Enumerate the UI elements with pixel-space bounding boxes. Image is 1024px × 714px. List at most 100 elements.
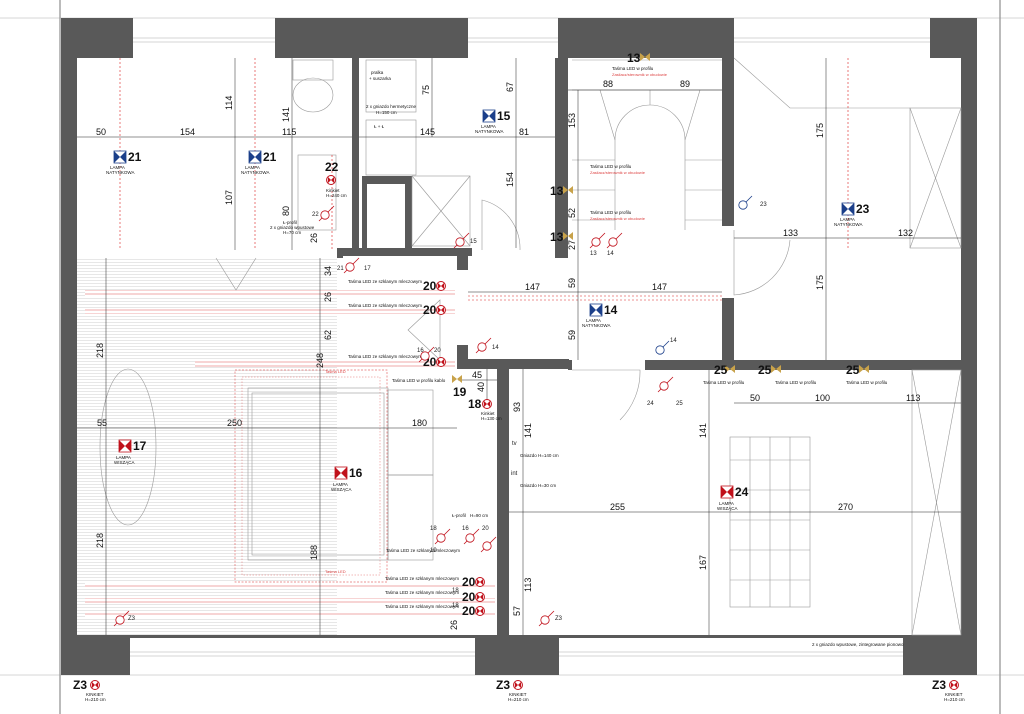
dim: 50 [96,127,106,137]
lamp-15: 15 LAMPA NATYNKOWA [475,109,511,134]
svg-text:LAMPA: LAMPA [586,318,601,323]
lamp-24: 24 LAMPA WISZĄCA [717,485,749,511]
svg-text:H=130 cm: H=130 cm [481,416,502,421]
dim: 50 [750,393,760,403]
svg-text:pralka: pralka [371,70,384,75]
dim: 59 [567,278,577,288]
svg-text:16: 16 [349,466,363,480]
dim: 93 [512,402,522,412]
svg-text:NATYNKOWA: NATYNKOWA [106,170,135,175]
svg-text:Kinkiet: Kinkiet [481,411,495,416]
svg-text:Zasilacz/sterownik w obudowie: Zasilacz/sterownik w obudowie [590,216,646,221]
led-marker-25-a: 25 Taśma LED w profilu [703,363,745,385]
svg-text:H=70 cm: H=70 cm [283,230,301,235]
svg-text:LAMPA: LAMPA [333,482,348,487]
annotations: pralka + suszarka 2 x gniazdo hermetyczn… [270,70,904,647]
svg-text:Z3: Z3 [73,678,87,692]
svg-text:14: 14 [492,345,499,351]
svg-text:LAMPA: LAMPA [110,165,125,170]
svg-text:NATYNKOWA: NATYNKOWA [475,129,504,134]
svg-text:13: 13 [627,51,641,65]
dim: 248 [315,353,325,368]
svg-text:LAMPA: LAMPA [719,501,734,506]
svg-text:WISZĄCA: WISZĄCA [717,506,738,511]
dim: 52 [567,208,577,218]
svg-text:Z3: Z3 [128,616,136,622]
lamp-23: 23 LAMPA NATYNKOWA [834,202,870,227]
svg-text:13: 13 [550,184,564,198]
svg-text:14: 14 [607,251,614,257]
dim: 81 [519,127,529,137]
svg-text:Taśma LED ze szklanym mleczowy: Taśma LED ze szklanym mleczowym [348,354,422,359]
dim: 113 [523,578,533,592]
dim: 175 [815,275,825,290]
lamp-21-left: 21 LAMPA NATYNKOWA [106,150,142,175]
svg-text:25: 25 [846,363,860,377]
svg-text:NATYNKOWA: NATYNKOWA [582,323,611,328]
lamp-16: 16 LAMPA WISZĄCA [331,466,363,492]
led-20: 20 [462,590,476,604]
dim: 147 [525,282,540,292]
svg-text:int: int [511,471,518,477]
svg-text:18: 18 [452,603,459,609]
furniture [99,57,962,636]
svg-text:2 x gniazdo hermetyczne: 2 x gniazdo hermetyczne [366,104,417,109]
svg-text:WISZĄCA: WISZĄCA [331,487,352,492]
dim: 67 [505,82,515,92]
svg-text:2 x gniazdo wpustowe, zintegro: 2 x gniazdo wpustowe, zintegrowane piono… [812,642,904,647]
svg-text:18: 18 [468,397,482,411]
svg-text:25: 25 [714,363,728,377]
svg-text:Taśma LED w profilu: Taśma LED w profilu [846,380,888,385]
svg-text:20: 20 [482,526,489,532]
dim: 250 [227,418,242,428]
svg-text:Taśma LED: Taśma LED [325,569,346,574]
lamp-17: 17 LAMPA WISZĄCA [114,439,147,465]
dim: 141 [281,107,291,122]
svg-text:Taśma LED w profilu: Taśma LED w profilu [590,164,632,169]
lamp-14: 14 LAMPA NATYNKOWA [582,303,618,328]
dim: 59 [567,330,577,340]
svg-text:Z3: Z3 [932,678,946,692]
svg-text:Ł + Ł: Ł + Ł [374,124,385,129]
svg-text:16: 16 [417,348,424,354]
svg-text:H=210 cm: H=210 cm [508,697,529,702]
dim: 34 [323,266,333,276]
svg-text:KINKIET: KINKIET [509,692,527,697]
dim: 153 [567,113,577,128]
led-marker-19: 19 Taśma LED w profilu kablo [392,375,467,399]
dim: 26 [449,620,459,630]
dim: 40 [476,382,486,392]
svg-text:17: 17 [364,266,371,272]
z3-right: Z3 KINKIET H=210 cm [932,678,965,702]
walls [61,18,977,675]
svg-text:Z3: Z3 [555,616,563,622]
svg-text:Taśma LED w profilu kablo: Taśma LED w profilu kablo [392,378,446,383]
led-marker-25-b: 25 Taśma LED w profilu [758,363,817,385]
svg-text:22: 22 [312,212,319,218]
svg-text:LAMPA: LAMPA [840,217,855,222]
svg-text:21: 21 [337,266,344,272]
svg-text:23: 23 [760,202,767,208]
svg-text:18: 18 [430,526,437,532]
dim: 218 [95,533,105,548]
dim: 114 [224,96,234,110]
dim: 26 [309,233,319,243]
svg-text:Taśma LED w profilu: Taśma LED w profilu [703,380,745,385]
svg-text:Taśma LED w profilu: Taśma LED w profilu [590,210,632,215]
svg-text:+ suszarka: + suszarka [369,76,391,81]
dim: 141 [698,423,708,438]
dim: 107 [224,190,234,205]
svg-text:24: 24 [647,401,654,407]
switches: 15 21 17 22 14 16 20 13 14 14 24 25 23 1… [113,195,767,627]
dim: 133 [783,228,798,238]
svg-text:23: 23 [856,202,870,216]
lamp-21-right: 21 LAMPA NATYNKOWA [241,150,277,175]
dim: 154 [180,127,195,137]
svg-text:Taśma LED ze szklanym mleczowy: Taśma LED ze szklanym mleczowym [348,303,422,308]
svg-text:2 x gniazdo wpustowe: 2 x gniazdo wpustowe [270,225,315,230]
wall-lamp-18: 18 Kinkiet H=130 cm [468,397,502,421]
led-20: 20 [462,604,476,618]
z3-mid: Z3 KINKIET H=210 cm [496,678,529,702]
dim: 57 [512,606,522,616]
svg-text:17: 17 [133,439,147,453]
